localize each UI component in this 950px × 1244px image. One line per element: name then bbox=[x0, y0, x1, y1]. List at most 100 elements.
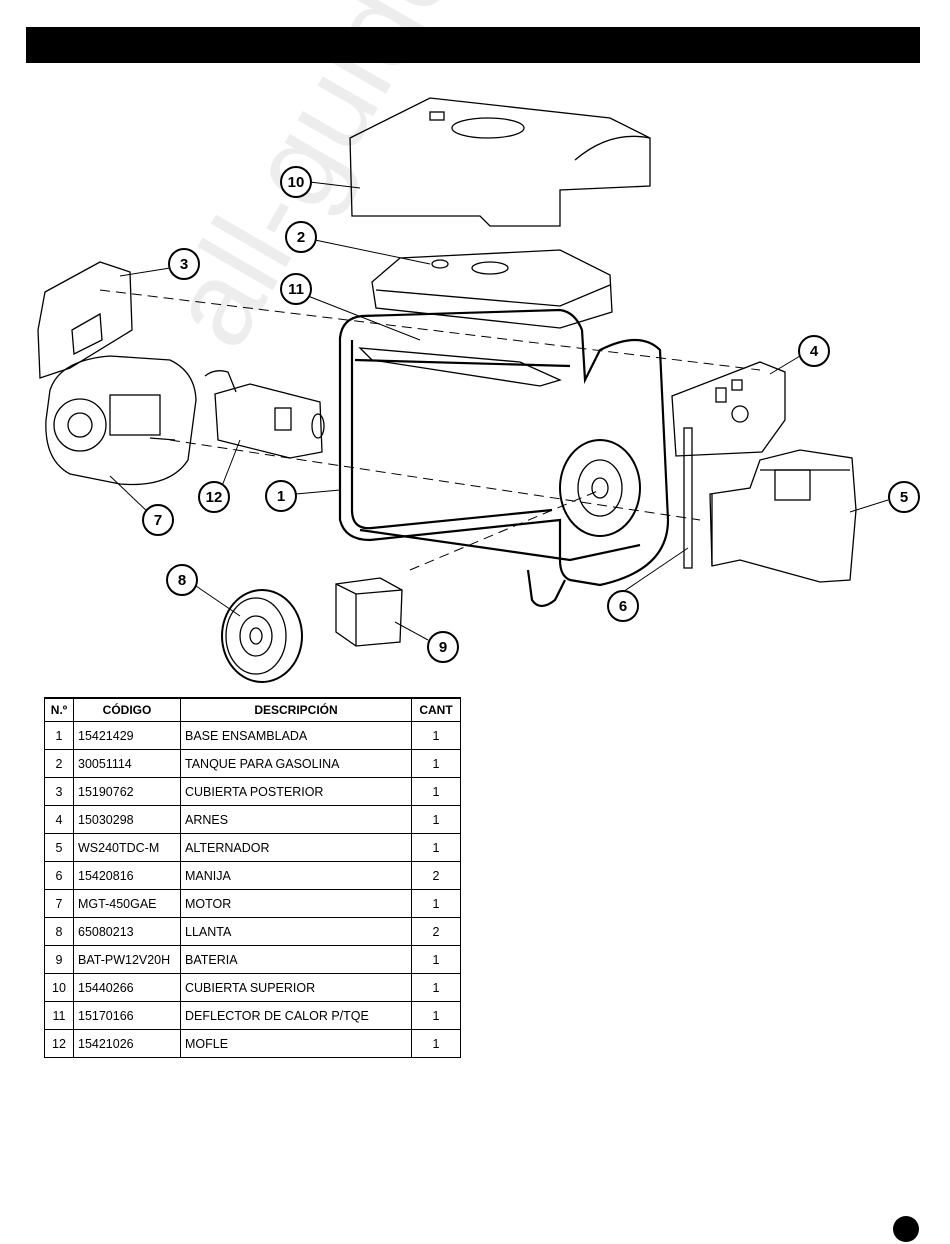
cell-code: 15030298 bbox=[73, 805, 181, 834]
callout-label: 11 bbox=[288, 281, 304, 298]
top-cover-part bbox=[349, 97, 651, 227]
callout-8: 8 bbox=[166, 564, 198, 596]
header-bar bbox=[26, 27, 920, 63]
cell-number: 2 bbox=[44, 749, 74, 778]
engine-part bbox=[45, 355, 197, 486]
callout-label: 6 bbox=[619, 598, 627, 615]
cell-description: ALTERNADOR bbox=[180, 833, 412, 862]
fuel-tank-part bbox=[371, 249, 613, 329]
frame-part bbox=[338, 308, 670, 608]
cell-description: BATERIA bbox=[180, 945, 412, 974]
cell-quantity: 1 bbox=[411, 749, 461, 778]
cell-number: 8 bbox=[44, 917, 74, 946]
callout-10: 10 bbox=[280, 166, 312, 198]
wheel-part bbox=[221, 589, 303, 683]
cell-number: 5 bbox=[44, 833, 74, 862]
callout-label: 3 bbox=[180, 256, 188, 273]
cell-quantity: 1 bbox=[411, 973, 461, 1002]
cell-code: 15421429 bbox=[73, 721, 181, 750]
cell-quantity: 1 bbox=[411, 721, 461, 750]
cell-quantity: 2 bbox=[411, 861, 461, 890]
callout-3: 3 bbox=[168, 248, 200, 280]
cell-quantity: 1 bbox=[411, 805, 461, 834]
harness-panel-part bbox=[671, 361, 786, 457]
callout-12: 12 bbox=[198, 481, 230, 513]
callout-label: 9 bbox=[439, 639, 447, 656]
callout-label: 5 bbox=[900, 489, 908, 506]
callout-2: 2 bbox=[285, 221, 317, 253]
callout-label: 2 bbox=[297, 229, 305, 246]
frame-wheel-part bbox=[559, 439, 641, 537]
cell-quantity: 1 bbox=[411, 1029, 461, 1058]
cell-description: LLANTA bbox=[180, 917, 412, 946]
cell-number: 10 bbox=[44, 973, 74, 1002]
cell-quantity: 2 bbox=[411, 917, 461, 946]
callout-4: 4 bbox=[798, 335, 830, 367]
callout-9: 9 bbox=[427, 631, 459, 663]
alternator-part bbox=[709, 449, 857, 583]
callout-label: 8 bbox=[178, 572, 186, 589]
cell-code: MGT-450GAE bbox=[73, 889, 181, 918]
cell-code: WS240TDC-M bbox=[73, 833, 181, 862]
cell-code: 15190762 bbox=[73, 777, 181, 806]
cell-number: 7 bbox=[44, 889, 74, 918]
cell-quantity: 1 bbox=[411, 889, 461, 918]
cell-quantity: 1 bbox=[411, 777, 461, 806]
cell-code: 15170166 bbox=[73, 1001, 181, 1030]
cell-description: MOFLE bbox=[180, 1029, 412, 1058]
cell-number: 12 bbox=[44, 1029, 74, 1058]
callout-11: 11 bbox=[280, 273, 312, 305]
cell-code: BAT-PW12V20H bbox=[73, 945, 181, 974]
cell-number: 11 bbox=[44, 1001, 74, 1030]
cell-code: 30051114 bbox=[73, 749, 181, 778]
callout-6: 6 bbox=[607, 590, 639, 622]
callout-label: 1 bbox=[277, 488, 285, 505]
cell-description: CUBIERTA POSTERIOR bbox=[180, 777, 412, 806]
muffler-part bbox=[204, 370, 325, 459]
cell-description: ARNES bbox=[180, 805, 412, 834]
cell-description: MANIJA bbox=[180, 861, 412, 890]
cell-number: 1 bbox=[44, 721, 74, 750]
callout-5: 5 bbox=[888, 481, 920, 513]
cell-description: BASE ENSAMBLADA bbox=[180, 721, 412, 750]
cell-number: 9 bbox=[44, 945, 74, 974]
cell-number: 6 bbox=[44, 861, 74, 890]
cell-number: 4 bbox=[44, 805, 74, 834]
header-code: CÓDIGO bbox=[73, 697, 181, 722]
cell-code: 65080213 bbox=[73, 917, 181, 946]
handle-part bbox=[683, 427, 693, 569]
cell-code: 15440266 bbox=[73, 973, 181, 1002]
cell-quantity: 1 bbox=[411, 1001, 461, 1030]
cell-quantity: 1 bbox=[411, 945, 461, 974]
callout-label: 10 bbox=[288, 174, 305, 191]
cell-number: 3 bbox=[44, 777, 74, 806]
callout-label: 4 bbox=[810, 343, 819, 360]
cell-description: CUBIERTA SUPERIOR bbox=[180, 973, 412, 1002]
cell-code: 15420816 bbox=[73, 861, 181, 890]
cell-code: 15421026 bbox=[73, 1029, 181, 1058]
heat-shield-part bbox=[358, 347, 562, 387]
cell-quantity: 1 bbox=[411, 833, 461, 862]
callout-7: 7 bbox=[142, 504, 174, 536]
page-marker bbox=[893, 1216, 919, 1242]
battery-part bbox=[335, 577, 403, 647]
rear-cover-part bbox=[37, 261, 133, 379]
exploded-parts-diagram: 1 2 3 4 5 6 7 8 9 10 11 12 bbox=[37, 97, 920, 683]
cell-description: TANQUE PARA GASOLINA bbox=[180, 749, 412, 778]
cell-description: MOTOR bbox=[180, 889, 412, 918]
table-header-row: N.º CÓDIGO DESCRIPCIÓN CANT bbox=[44, 697, 461, 722]
callout-label: 7 bbox=[154, 512, 162, 529]
header-number: N.º bbox=[44, 697, 74, 722]
